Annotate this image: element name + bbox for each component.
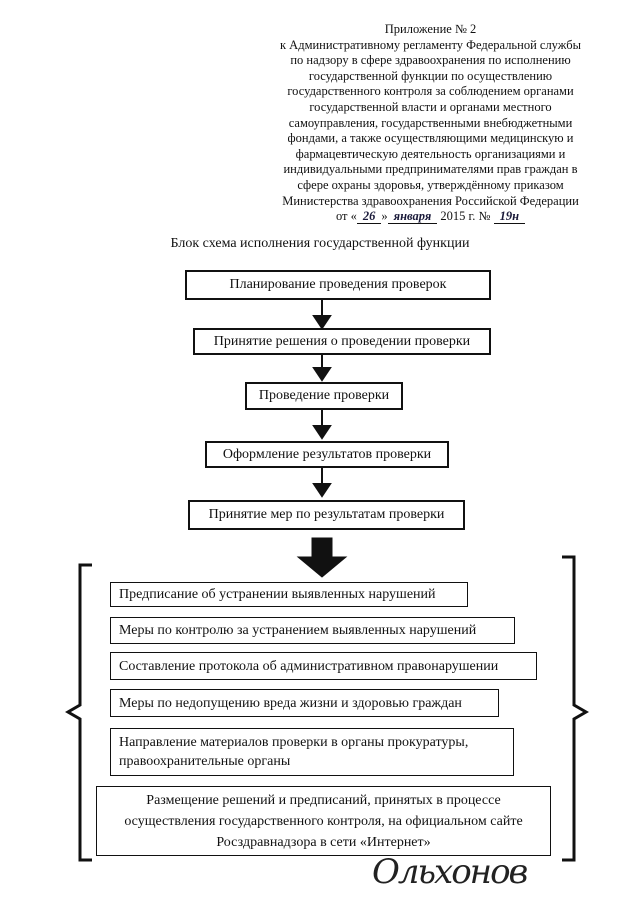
step-box: Проведение проверки	[245, 382, 403, 410]
header-line: самоуправления, государственными внебюдж…	[288, 115, 573, 130]
header-line: Приложение № 2	[384, 22, 477, 36]
arrow-down-icon	[312, 483, 332, 498]
date-prefix: от «	[335, 209, 357, 224]
right-bracket	[562, 555, 589, 862]
arrow-down-icon	[312, 315, 332, 330]
measure-box: Меры по контролю за устранением выявленн…	[110, 617, 515, 644]
header-line: государственного контроля за соблюдением…	[287, 84, 574, 99]
order-number: 19н	[493, 209, 526, 225]
step-box: Принятие решения о проведении проверки	[193, 328, 491, 355]
order-day: 26	[356, 209, 382, 225]
header-line: к Административному регламенту Федеральн…	[279, 37, 581, 52]
order-month: января	[387, 209, 438, 225]
header-line: индивидуальными предпринимателями прав г…	[283, 162, 578, 177]
header-line: государственной власти и органами местно…	[309, 99, 552, 114]
order-date-line: от «26»января 2015 г. № 19н	[258, 209, 603, 225]
measure-box: Составление протокола об административно…	[110, 652, 537, 680]
order-year: 2015 г. №	[440, 209, 491, 224]
signature: Ольхонов	[372, 852, 528, 892]
header-line: Министерства здравоохранения Российской …	[282, 193, 579, 208]
measure-box: Предписание об устранении выявленных нар…	[110, 582, 468, 607]
step-box: Планирование проведения проверок	[185, 270, 491, 300]
header-line: государственной функции по осуществлению	[308, 68, 553, 83]
header-line: фондами, а также осуществляющими медицин…	[287, 131, 574, 146]
arrow-down-icon	[312, 425, 332, 440]
step-box: Оформление результатов проверки	[205, 441, 449, 468]
page-title: Блок схема исполнения государственной фу…	[170, 236, 470, 251]
header-line: сфере охраны здоровья, утверждённому при…	[297, 177, 564, 192]
header-line: по надзору в сфере здравоохранения по ис…	[290, 53, 571, 68]
document-header: Приложение № 2 к Административному регла…	[258, 22, 603, 225]
measure-box: Размещение решений и предписаний, принят…	[96, 786, 551, 856]
step-box: Принятие мер по результатам проверки	[188, 500, 465, 530]
left-bracket	[65, 563, 92, 862]
date-mid: »	[381, 209, 388, 224]
measure-box: Направление материалов проверки в органы…	[110, 728, 514, 776]
measure-box: Меры по недопущению вреда жизни и здоров…	[110, 689, 499, 717]
arrow-down-icon	[312, 367, 332, 382]
big-arrow-down-icon	[296, 537, 348, 578]
header-line: фармацевтическую деятельность организаци…	[295, 146, 566, 161]
